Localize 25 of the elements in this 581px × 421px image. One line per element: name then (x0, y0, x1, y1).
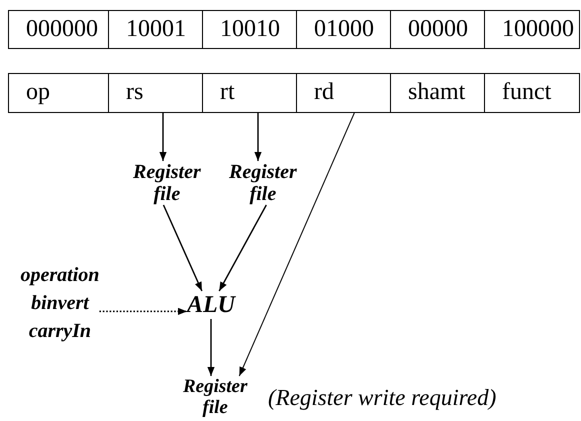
register-file-label: Register file (229, 161, 297, 205)
arrow (159, 113, 167, 161)
alu-label: ALU (187, 291, 235, 319)
register-file-label: Register file (133, 161, 201, 205)
control-signal-label: operation binvert carryIn (20, 261, 100, 345)
dotted-arrow (99, 308, 187, 315)
arrow (218, 204, 267, 292)
arrow (162, 204, 203, 292)
binary-value-cell: 000000 (8, 10, 110, 49)
binary-value-cell: 10001 (108, 10, 204, 49)
arrow (238, 112, 355, 376)
note-text: (Register write required) (268, 384, 496, 412)
register-file-label: Register file (183, 376, 248, 418)
binary-value-cell: 00000 (390, 10, 486, 49)
binary-value-cell: 01000 (296, 10, 392, 49)
field-name-cell: funct (484, 73, 580, 113)
field-name-cell: rt (202, 73, 298, 113)
arrow (207, 319, 215, 376)
field-name-cell: op (8, 73, 110, 113)
field-name-cell: rs (108, 73, 204, 113)
field-name-cell: rd (296, 73, 392, 113)
binary-value-cell: 10010 (202, 10, 298, 49)
binary-value-cell: 100000 (484, 10, 580, 49)
arrow (254, 113, 262, 161)
field-name-cell: shamt (390, 73, 486, 113)
